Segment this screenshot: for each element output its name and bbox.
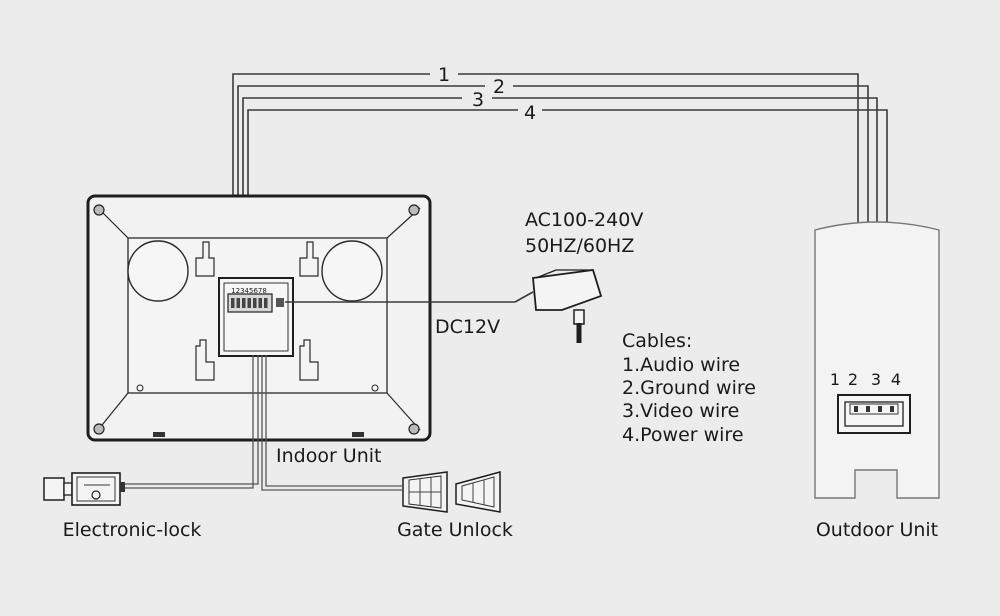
outdoor-unit: [814, 221, 940, 499]
gate-unlock: [261, 355, 501, 513]
power-adapter: [285, 269, 603, 343]
wire-label-2: 2: [493, 76, 505, 98]
indoor-unit-label: Indoor Unit: [276, 445, 381, 467]
cables-legend: Cables: 1.Audio wire 2.Ground wire 3.Vid…: [622, 330, 756, 446]
terminal-label-1: 1: [830, 370, 840, 389]
speaker-left: [127, 240, 189, 302]
terminal-label-3: 3: [871, 370, 881, 389]
cable-item-2: 2.Ground wire: [622, 377, 756, 399]
dc-label: DC12V: [435, 316, 500, 338]
wire-label-4: 4: [524, 102, 536, 124]
cables-title: Cables:: [622, 330, 692, 352]
terminal-label-2: 2: [848, 370, 858, 389]
cable-item-1: 1.Audio wire: [622, 354, 740, 376]
gate-label: Gate Unlock: [397, 519, 513, 541]
wire-label-1: 1: [438, 64, 450, 86]
ac-voltage-label: AC100-240V: [525, 209, 643, 231]
wire-label-3: 3: [472, 89, 484, 111]
outdoor-unit-label: Outdoor Unit: [816, 519, 938, 541]
speaker-right: [321, 240, 383, 302]
ac-frequency-label: 50HZ/60HZ: [525, 235, 634, 257]
cable-item-3: 3.Video wire: [622, 400, 739, 422]
terminal-label-4: 4: [891, 370, 901, 389]
connector-box: [218, 277, 294, 357]
electronic-lock: [43, 355, 259, 506]
lock-label: Electronic-lock: [63, 519, 202, 541]
cable-item-4: 4.Power wire: [622, 424, 744, 446]
dip-label: 12345678: [231, 287, 267, 295]
indoor-unit: 12345678: [86, 194, 432, 442]
